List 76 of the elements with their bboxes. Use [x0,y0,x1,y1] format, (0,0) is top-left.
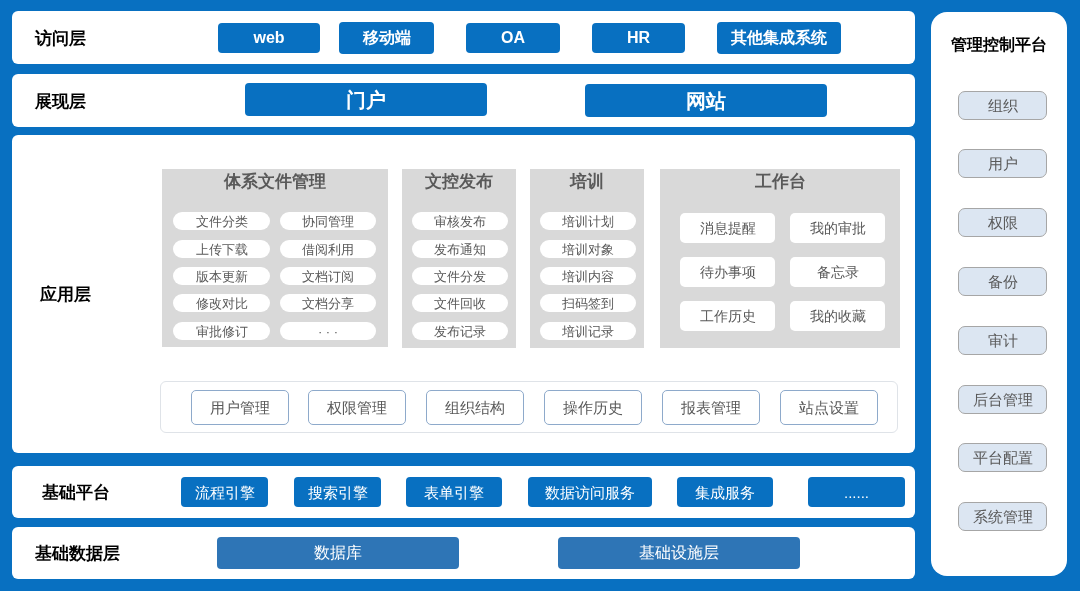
access-channel-tag: OA [466,23,560,53]
function-tag: 报表管理 [662,390,760,425]
function-pill: 文件分发 [412,267,508,285]
service-tag: 表单引擎 [406,477,502,507]
module-title: 工作台 [754,173,806,190]
workbench-card: 我的收藏 [790,301,885,331]
function-pill: 审批修订 [173,322,270,340]
layer-band [12,74,915,127]
control-item-tag: 平台配置 [958,443,1047,472]
service-tag: 搜索引擎 [294,477,381,507]
layer-title: 应用层 [40,285,91,303]
function-pill: 上传下载 [173,240,270,258]
function-pill: 培训记录 [540,322,636,340]
function-pill: 发布通知 [412,240,508,258]
function-pill: 协同管理 [280,212,376,230]
function-tag: 用户管理 [191,390,289,425]
workbench-card: 消息提醒 [680,213,775,243]
function-tag: 组织结构 [426,390,524,425]
panel-title: 管理控制平台 [951,37,1047,53]
module-group-panel [162,169,388,347]
access-channel-tag: 移动端 [339,22,434,54]
function-pill: · · · [280,322,376,340]
function-pill: 文件回收 [412,294,508,312]
module-title: 文控发布 [425,173,493,190]
access-channel-tag: HR [592,23,685,53]
layer-title: 访问层 [35,29,86,46]
layer-title: 展现层 [35,92,86,109]
service-tag: 流程引擎 [181,477,268,507]
control-item-tag: 用户 [958,149,1047,178]
module-group-panel [530,169,644,348]
access-channel-tag: web [218,23,320,53]
control-item-tag: 后台管理 [958,385,1047,414]
function-pill: 培训计划 [540,212,636,230]
module-title: 培训 [570,173,604,190]
module-group-panel [660,169,900,348]
function-pill: 修改对比 [173,294,270,312]
function-pill: 版本更新 [173,267,270,285]
workbench-card: 备忘录 [790,257,885,287]
layer-band [12,527,915,579]
presentation-tag: 门户 [245,83,487,116]
function-pill: 审核发布 [412,212,508,230]
control-item-tag: 系统管理 [958,502,1047,531]
function-tag: 权限管理 [308,390,406,425]
workbench-card: 工作历史 [680,301,775,331]
function-tag: 操作历史 [544,390,642,425]
service-tag: ...... [808,477,905,507]
common-function-bar [160,381,898,433]
function-pill: 培训内容 [540,267,636,285]
layer-title: 基础平台 [42,483,110,501]
function-pill: 扫码签到 [540,294,636,312]
data-layer-tag: 基础设施层 [558,537,800,569]
access-channel-tag: 其他集成系统 [717,22,841,54]
function-tag: 站点设置 [780,390,878,425]
control-item-tag: 组织 [958,91,1047,120]
layer-band [12,135,915,453]
layer-title: 基础数据层 [35,544,120,562]
function-pill: 文档分享 [280,294,376,312]
function-pill: 培训对象 [540,240,636,258]
function-pill: 文件分类 [173,212,270,230]
function-pill: 发布记录 [412,322,508,340]
workbench-card: 我的审批 [790,213,885,243]
function-pill: 文档订阅 [280,267,376,285]
service-tag: 数据访问服务 [528,477,652,507]
module-title: 体系文件管理 [224,173,326,190]
data-layer-tag: 数据库 [217,537,459,569]
function-pill: 借阅利用 [280,240,376,258]
service-tag: 集成服务 [677,477,773,507]
module-group-panel [402,169,516,348]
layer-band [12,11,915,64]
control-item-tag: 审计 [958,326,1047,355]
layer-band [12,466,915,518]
control-item-tag: 权限 [958,208,1047,237]
workbench-card: 待办事项 [680,257,775,287]
control-platform-panel [931,12,1067,576]
presentation-tag: 网站 [585,84,827,117]
control-item-tag: 备份 [958,267,1047,296]
